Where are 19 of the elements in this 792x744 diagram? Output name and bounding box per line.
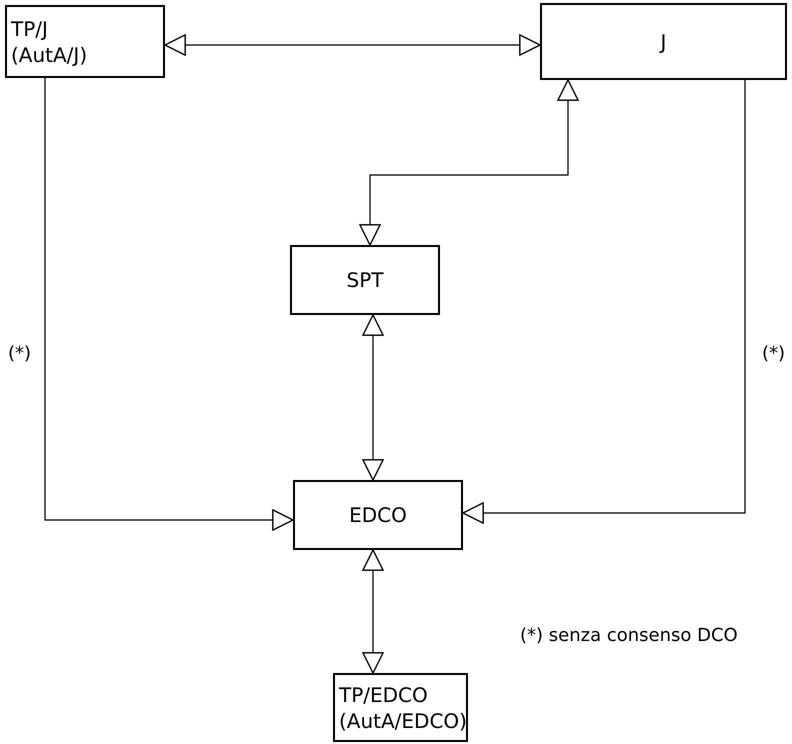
node-label: (AutA/EDCO) xyxy=(339,708,467,734)
arrow xyxy=(44,78,294,531)
arrow xyxy=(362,549,384,674)
node-label: SPT xyxy=(346,267,384,293)
process-box xyxy=(540,3,787,80)
process-box xyxy=(5,5,165,78)
process-box xyxy=(290,245,440,315)
process-box xyxy=(293,480,463,550)
arrow xyxy=(359,79,579,246)
arrow xyxy=(164,34,541,56)
node-label: EDCO xyxy=(349,502,407,528)
process-box xyxy=(333,673,468,742)
node-label: TP/EDCO xyxy=(339,682,428,708)
arrow xyxy=(362,314,384,481)
node-label: TP/J xyxy=(11,16,48,42)
arrow xyxy=(462,80,746,524)
node-label: (AutA/J) xyxy=(11,42,88,68)
note: (*) senza consenso DCO xyxy=(520,625,738,647)
node-label: J xyxy=(660,28,666,54)
